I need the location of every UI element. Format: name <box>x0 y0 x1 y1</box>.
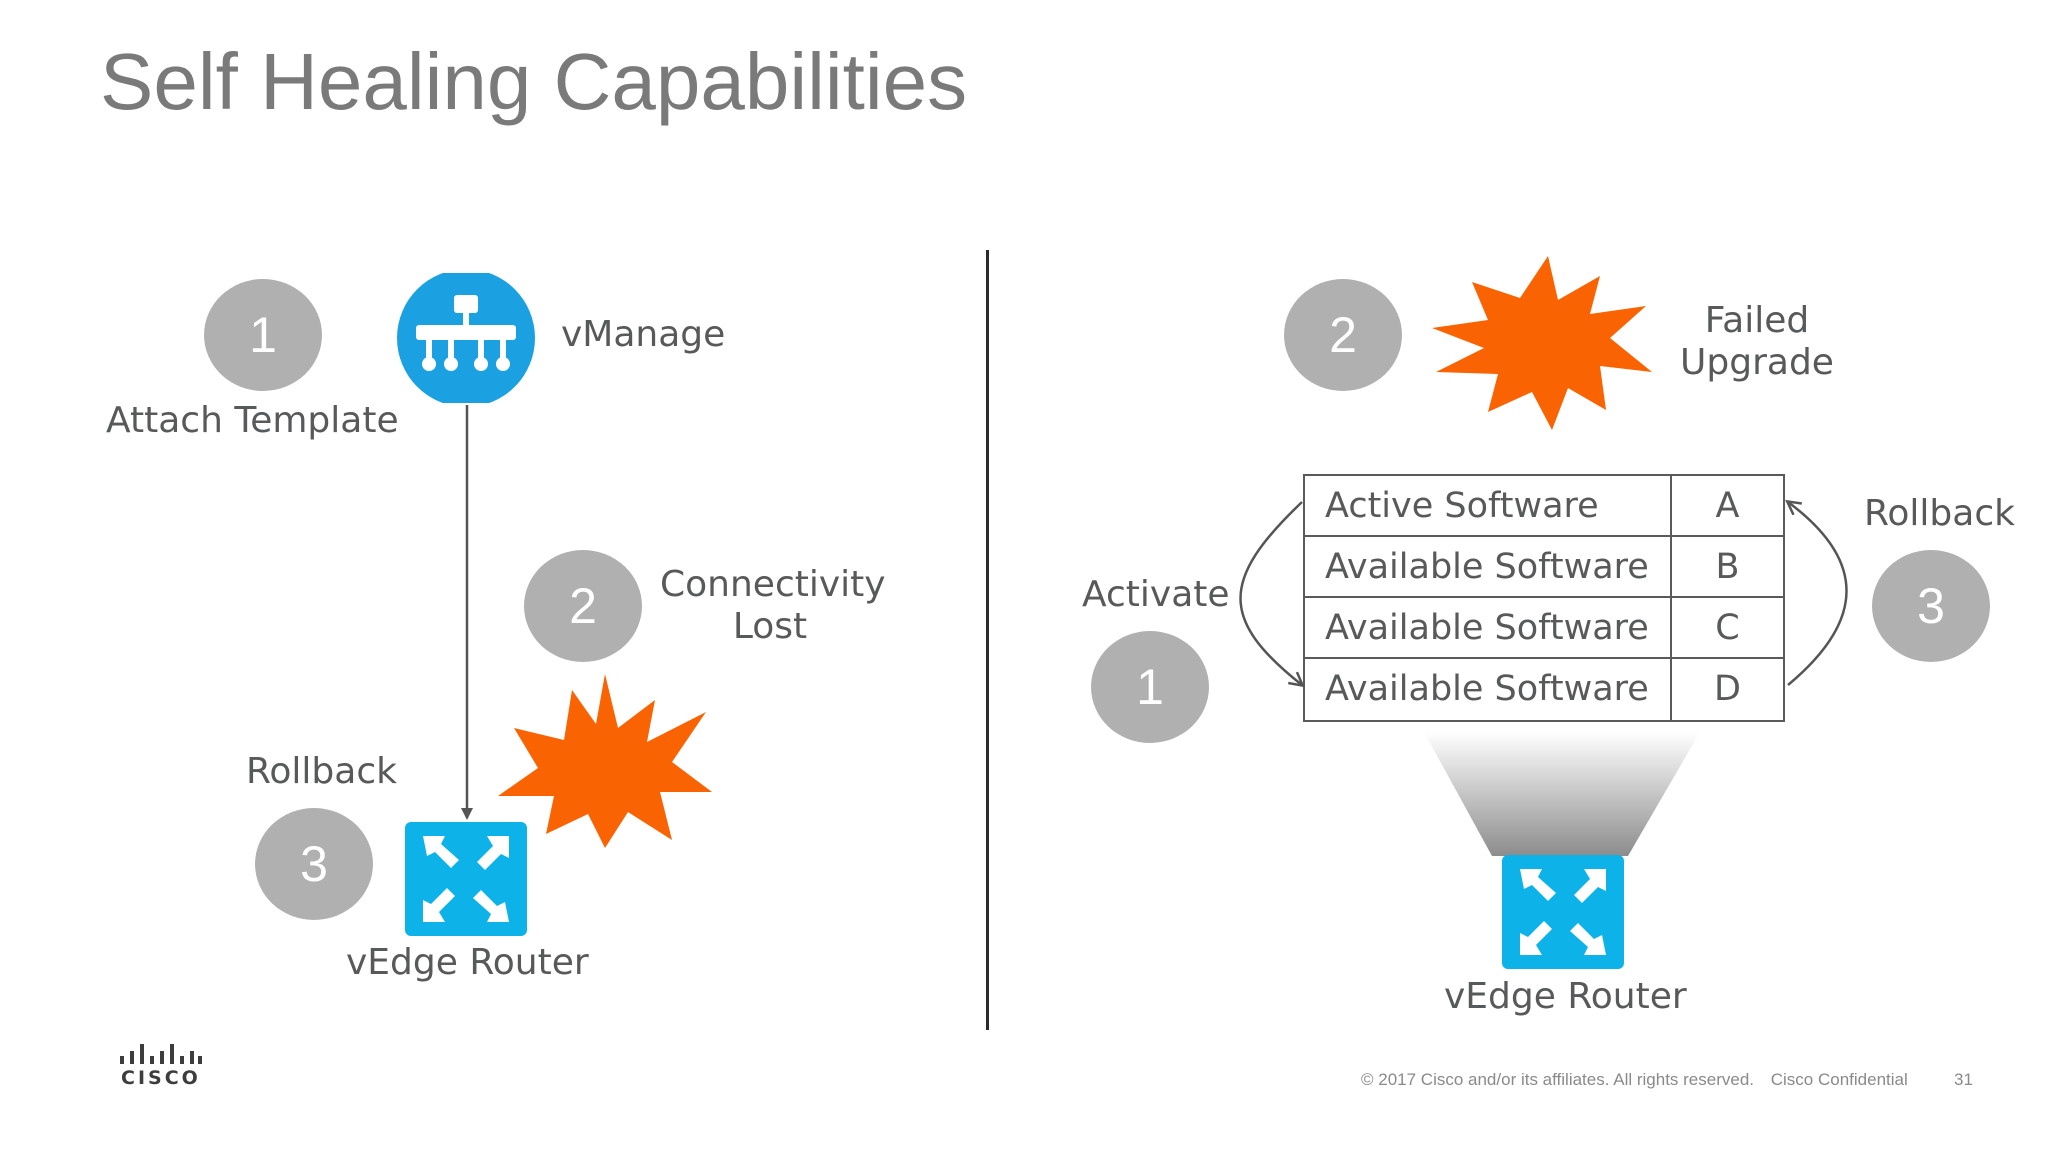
router-arrows-icon-right <box>1502 855 1624 969</box>
rollback-label-left: Rollback <box>246 751 397 792</box>
column-separator <box>1670 598 1672 657</box>
step-badge-3-left: 3 <box>255 808 373 920</box>
step-badge-2-left: 2 <box>524 550 642 662</box>
step-badge-1-right: 1 <box>1091 631 1209 743</box>
software-version: B <box>1715 547 1740 587</box>
column-separator <box>1670 476 1672 535</box>
failed-upgrade-line1: Failed <box>1704 300 1810 341</box>
software-name: Active Software <box>1325 486 1599 526</box>
connectivity-lost-burst-icon <box>498 674 712 848</box>
table-row: Available Software C <box>1305 598 1783 659</box>
software-version: A <box>1715 486 1740 526</box>
connectivity-lost-label: Connectivity Lost <box>660 564 886 648</box>
column-separator <box>1670 659 1672 720</box>
vedge-router-label-left: vEdge Router <box>346 942 589 983</box>
footer: © 2017 Cisco and/or its affiliates. All … <box>1361 1070 1920 1090</box>
vmanage-label: vManage <box>561 314 726 355</box>
panel-divider <box>986 250 989 1030</box>
vmanage-hierarchy-icon <box>396 269 536 407</box>
software-table: Active Software A Available Software B A… <box>1303 474 1785 722</box>
step-badge-2-right: 2 <box>1284 279 1402 391</box>
failed-upgrade-burst-icon <box>1432 256 1652 430</box>
table-row: Available Software D <box>1305 659 1783 720</box>
rollback-arrow <box>1785 499 1848 686</box>
failed-upgrade-label: Failed Upgrade <box>1662 300 1852 384</box>
table-row: Active Software A <box>1305 476 1783 537</box>
cisco-wordmark: CISCO <box>121 1067 201 1089</box>
step-badge-1-left: 1 <box>204 279 322 391</box>
column-separator <box>1670 537 1672 596</box>
activate-label: Activate <box>1082 574 1230 615</box>
attach-template-label: Attach Template <box>106 400 399 441</box>
rollback-label-right: Rollback <box>1864 493 2015 534</box>
connectivity-lost-line1: Connectivity <box>660 564 886 605</box>
router-arrows-icon-left <box>405 822 527 936</box>
step-badge-3-right: 3 <box>1872 550 1990 662</box>
failed-upgrade-line2: Upgrade <box>1680 342 1834 383</box>
software-name: Available Software <box>1325 669 1649 709</box>
table-row: Available Software B <box>1305 537 1783 598</box>
slide-title: Self Healing Capabilities <box>100 37 968 126</box>
activate-arrow <box>1239 501 1305 688</box>
connectivity-lost-line2: Lost <box>732 606 808 647</box>
cisco-logo: CISCO <box>118 1042 204 1092</box>
vedge-router-label-right: vEdge Router <box>1444 976 1687 1017</box>
footer-confidential: Cisco Confidential <box>1770 1070 1908 1089</box>
software-version: C <box>1715 608 1740 648</box>
footer-copyright: © 2017 Cisco and/or its affiliates. All … <box>1361 1070 1755 1089</box>
software-name: Available Software <box>1325 608 1649 648</box>
cisco-bars-icon <box>120 1044 202 1064</box>
software-version: D <box>1714 669 1741 709</box>
page-number: 31 <box>1954 1070 1973 1089</box>
software-name: Available Software <box>1325 547 1649 587</box>
